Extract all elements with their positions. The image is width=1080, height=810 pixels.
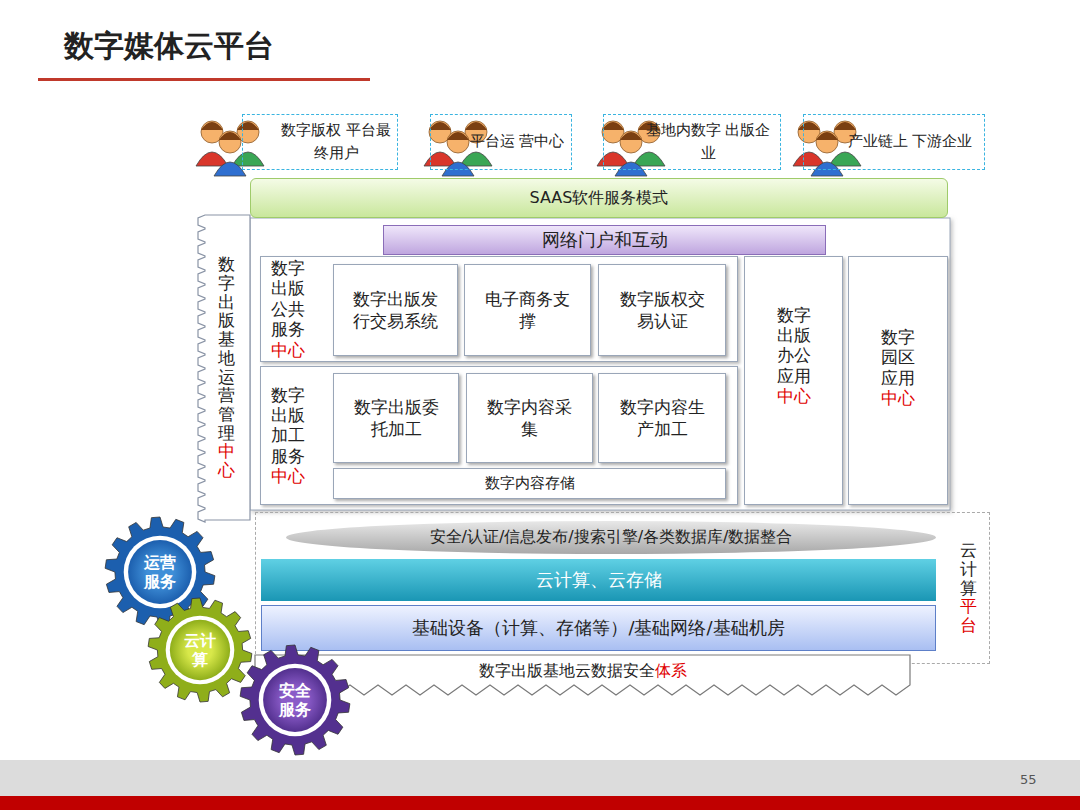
- text-wrap: 数字出版加工服务中心: [271, 367, 307, 504]
- node-text: 数字出版办公应用: [777, 305, 811, 387]
- text-wrap: 数字出版委托加工: [346, 394, 447, 442]
- node-text: 数字版权 平台最终用户: [279, 119, 393, 166]
- user-box: 数字版权 平台最终用户: [242, 114, 398, 170]
- security-band: 数字出版基地云数据安全体系: [255, 655, 910, 697]
- node-text: 中心: [271, 340, 305, 360]
- text-wrap: 产业链上 下游企业: [840, 130, 984, 153]
- page-number: 55: [1020, 772, 1037, 787]
- module-box: 电子商务支撑: [464, 264, 591, 356]
- text-wrap: 云计算平台: [960, 541, 977, 634]
- node-text: 数字内容生产加工: [620, 397, 705, 439]
- node-text: 电子商务支撑: [485, 289, 570, 331]
- user-box: 平台运 营中心: [430, 114, 572, 170]
- text-wrap: 数字内容存储: [477, 472, 583, 496]
- module-box: 数字内容生产加工: [598, 373, 726, 463]
- text-wrap: 平台运 营中心: [467, 130, 571, 153]
- node-text: 数字出版公共服务: [271, 258, 305, 340]
- node-text: 中心: [218, 442, 235, 479]
- gear-node: 安全服务: [240, 645, 350, 755]
- text-wrap: 基地内数字 出版企业: [640, 119, 780, 166]
- text-wrap: 数字内容生产加工: [612, 394, 713, 442]
- node-text: 中心: [777, 386, 811, 406]
- module-box: 数字内容存储: [333, 468, 726, 499]
- node-text: 基础设备（计算、存储等）/基础网络/基础机房: [412, 617, 784, 638]
- module-box: 数字版权交易认证: [598, 264, 726, 356]
- center-box: 数字园区应用中心: [848, 256, 948, 505]
- text-wrap: 安全服务: [278, 681, 312, 719]
- node-text: 数字出版委托加工: [354, 397, 439, 439]
- node-text: 平台: [960, 597, 977, 634]
- module-box: 数字出版发行交易系统: [333, 264, 458, 356]
- text-wrap: 云计算、云存储: [528, 566, 670, 593]
- node-text: 运营服务: [144, 553, 176, 591]
- footer-red-bar: [0, 796, 1080, 810]
- text-wrap: 数字园区应用中心: [881, 257, 915, 409]
- module-box: 数字内容采集: [466, 373, 593, 463]
- node-text: 数字出版发行交易系统: [353, 289, 438, 331]
- node-text: 产业链上 下游企业: [840, 130, 980, 153]
- side-band: 数字出版基地运营管理中心: [195, 215, 250, 520]
- node-text: 数字出版基地云数据安全: [479, 661, 655, 680]
- node-text: 安全/认证/信息发布/搜索引擎/各类数据库/数据整合: [430, 527, 793, 546]
- text-wrap: 云计算: [183, 631, 217, 669]
- text-wrap: 数字出版发行交易系统: [345, 286, 446, 334]
- footer-bar: [0, 760, 1080, 796]
- center-box: 数字出版公共服务中心 数字出版发行交易系统 电子商务支撑 数字版权交易认证: [260, 256, 738, 362]
- node-text: 体系: [655, 661, 687, 680]
- text-wrap: 运营服务: [143, 553, 177, 591]
- node-text: 安全服务: [279, 681, 311, 719]
- text-wrap: 数字出版办公应用中心: [777, 305, 811, 407]
- user-box: 基地内数字 出版企业: [603, 114, 781, 170]
- module-box: 数字出版委托加工: [333, 373, 459, 463]
- node-text: 中心: [881, 388, 915, 408]
- center-box: 数字出版办公应用中心: [744, 256, 843, 505]
- layer-band: 基础设备（计算、存储等）/基础网络/基础机房: [261, 605, 936, 651]
- node-text: 中心: [271, 466, 305, 486]
- gear-node: 云计算: [148, 598, 252, 702]
- user-box: 产业链上 下游企业: [803, 114, 985, 170]
- node-text: 数字出版加工服务: [271, 385, 305, 467]
- node-text: 基地内数字 出版企业: [640, 119, 776, 166]
- text-wrap: SAAS软件服务模式: [522, 186, 677, 211]
- portal-band: 网络门户和互动: [383, 225, 826, 255]
- service-ellipse: 安全/认证/信息发布/搜索引擎/各类数据库/数据整合: [286, 521, 936, 554]
- node-text: 数字内容采集: [487, 397, 572, 439]
- text-wrap: 网络门户和互动: [534, 226, 676, 253]
- node-text: 数字园区应用: [881, 327, 915, 388]
- content-frame: [250, 218, 950, 510]
- platform-box: 云计算平台 安全/认证/信息发布/搜索引擎/各类数据库/数据整合云计算、云存储基础…: [255, 512, 990, 664]
- node-text: 数字版权交易认证: [620, 289, 705, 331]
- node-text: SAAS软件服务模式: [530, 188, 669, 207]
- slide-title: 数字媒体云平台: [64, 26, 274, 67]
- center-box: 数字出版加工服务中心 数字出版委托加工 数字内容采集 数字内容生产加工数字内容存储: [260, 366, 738, 505]
- layer-band: 云计算、云存储: [261, 559, 936, 601]
- node-text: 数字内容存储: [485, 474, 575, 492]
- text-wrap: 安全/认证/信息发布/搜索引擎/各类数据库/数据整合: [422, 525, 801, 550]
- text-wrap: 数字内容采集: [479, 394, 580, 442]
- text-wrap: 电子商务支撑: [477, 286, 578, 334]
- title-underline: [38, 78, 370, 81]
- node-text: 平台运 营中心: [467, 130, 567, 153]
- text-wrap: 数字出版基地云数据安全体系: [473, 655, 693, 682]
- node-text: 云计算: [184, 631, 216, 669]
- text-wrap: 数字版权 平台最终用户: [279, 119, 397, 166]
- text-wrap: 基础设备（计算、存储等）/基础网络/基础机房: [404, 614, 792, 641]
- node-text: 云计算、云存储: [536, 569, 662, 590]
- node-text: 网络门户和互动: [542, 229, 668, 250]
- node-text: 数字出版基地运营管理: [218, 255, 235, 442]
- service-band: SAAS软件服务模式: [250, 178, 948, 218]
- text-wrap: 数字出版公共服务中心: [271, 257, 307, 361]
- text-wrap: 数字版权交易认证: [612, 286, 713, 334]
- text-wrap: 数字出版基地运营管理中心: [210, 255, 235, 479]
- node-text: 云计算: [960, 541, 977, 597]
